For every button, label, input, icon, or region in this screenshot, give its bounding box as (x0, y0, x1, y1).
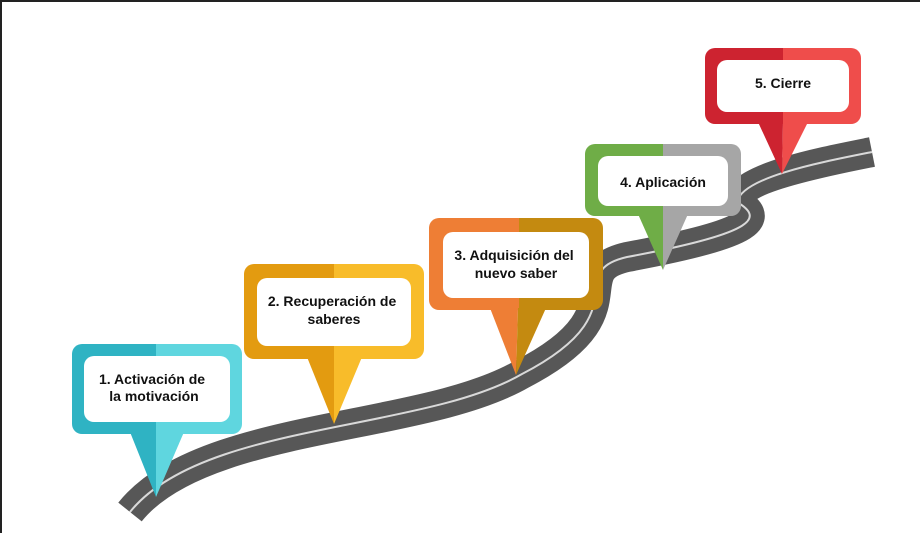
step-2-label: 2. Recuperación de saberes (268, 293, 400, 327)
step-4-label: 4. Aplicación (620, 174, 706, 190)
step-1-line-2: la motivación (109, 388, 198, 404)
step-marker-4: 4. Aplicación (585, 144, 741, 270)
step-marker-5: 5. Cierre (705, 48, 861, 174)
step-marker-2: 2. Recuperación de saberes (244, 264, 424, 424)
step-marker-3: 3. Adquisición del nuevo saber (429, 218, 603, 375)
step-2-line-2: saberes (308, 311, 361, 327)
step-marker-1: 1. Activación de la motivación (72, 344, 242, 497)
step-3-line-1: 3. Adquisición del (454, 247, 573, 263)
step-3-label: 3. Adquisición del nuevo saber (454, 247, 577, 281)
step-2-line-1: 2. Recuperación de (268, 293, 397, 309)
step-5-label: 5. Cierre (755, 75, 811, 91)
step-1-line-1: 1. Activación de (99, 371, 205, 387)
step-3-line-2: nuevo saber (475, 265, 558, 281)
step-4-line-1: 4. Aplicación (620, 174, 706, 190)
step-1-label: 1. Activación de la motivación (99, 371, 209, 404)
step-5-line-1: 5. Cierre (755, 75, 811, 91)
